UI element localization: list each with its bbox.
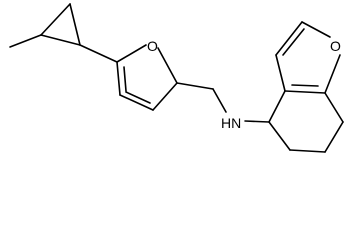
bond-c7a-c3a-double xyxy=(291,84,319,87)
bond-furan-ch2 xyxy=(176,82,214,90)
bond-c2-o xyxy=(301,21,331,38)
atom-label-o-furan: O xyxy=(147,38,158,54)
oxygen-label-benzofuran: O xyxy=(330,38,341,54)
bond-o-c7a xyxy=(324,54,341,94)
bond-c3a-c3 xyxy=(275,54,286,92)
molecule-structure-diagram: O HN O xyxy=(9,3,344,153)
oxygen-label-furan: O xyxy=(147,38,158,54)
bond-furan-c3-c4-double xyxy=(125,91,151,104)
atom-label-o-benzofuran: O xyxy=(330,38,341,54)
bond-c3-c2 xyxy=(275,21,303,56)
bond-furan-c3-c4 xyxy=(119,94,154,111)
bond-c3-c2-double xyxy=(282,28,305,56)
amine-label: HN xyxy=(221,115,241,131)
furan-ring xyxy=(116,44,178,111)
bond-furan-c4-c5 xyxy=(116,61,121,96)
bond-c6-c7 xyxy=(324,121,344,153)
bond-furan-c2-c3 xyxy=(152,82,178,111)
bond-c5-c6 xyxy=(289,149,326,153)
methylcyclopropyl-group xyxy=(9,3,81,48)
bond-furan-o-c2 xyxy=(157,47,178,84)
bond-ch2-nh xyxy=(212,88,227,113)
bond-cyclopropyl-3 xyxy=(40,34,81,46)
bond-cyclopropyl-2 xyxy=(69,3,81,46)
bond-cyclopropyl-furan xyxy=(79,44,118,63)
bond-cyclopropyl-1 xyxy=(40,3,71,36)
tetrahydrobenzofuran-system xyxy=(268,21,344,153)
bond-c4-c5 xyxy=(268,121,291,151)
bond-furan-c5-o xyxy=(116,44,147,63)
bond-c7a-c3a xyxy=(284,90,326,94)
bond-c7-c7a xyxy=(324,92,344,123)
bond-c4-c3a xyxy=(268,90,286,123)
bond-nh-c4 xyxy=(244,120,270,123)
bond-methyl xyxy=(9,34,42,48)
atom-label-nh: HN xyxy=(221,115,241,131)
bond-furan-c4-c5-double xyxy=(123,66,127,92)
